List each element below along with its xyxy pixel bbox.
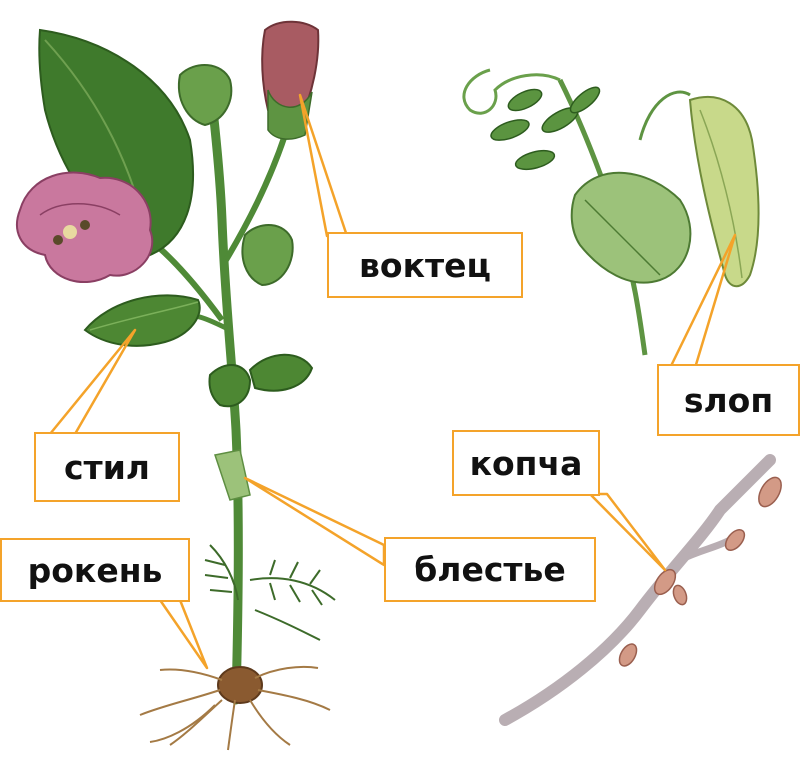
flowering-plant-illustration: [17, 22, 335, 750]
label-flower: воктец: [327, 232, 523, 298]
pea-pod-stalk: [640, 92, 690, 140]
leaf-mid-right: [250, 355, 312, 391]
label-stem: блестье: [384, 537, 596, 602]
pea-stipule-leaf: [572, 173, 691, 283]
twig-buds: [616, 474, 786, 669]
plant-roots: [140, 667, 330, 750]
green-bud-middle: [242, 225, 292, 285]
pea-plant-illustration: [464, 70, 759, 355]
leader-vohtec: [300, 95, 347, 236]
pea-leaflets: [488, 83, 603, 173]
stem-stipule: [215, 450, 250, 500]
green-bud-upper: [179, 65, 231, 125]
leader-stem: [245, 478, 384, 565]
label-bud: копча: [452, 430, 600, 496]
pink-flower: [17, 173, 152, 283]
leader-pupka: [590, 494, 665, 570]
leaf-mid-left: [209, 365, 250, 406]
label-leaf: стил: [34, 432, 180, 502]
label-fruit: ѕлоп: [657, 364, 800, 436]
leader-root: [160, 600, 207, 668]
label-root: рокень: [0, 538, 190, 602]
leader-list: [50, 330, 135, 434]
feathery-leaves: [205, 545, 335, 640]
leaf-left: [85, 295, 200, 345]
